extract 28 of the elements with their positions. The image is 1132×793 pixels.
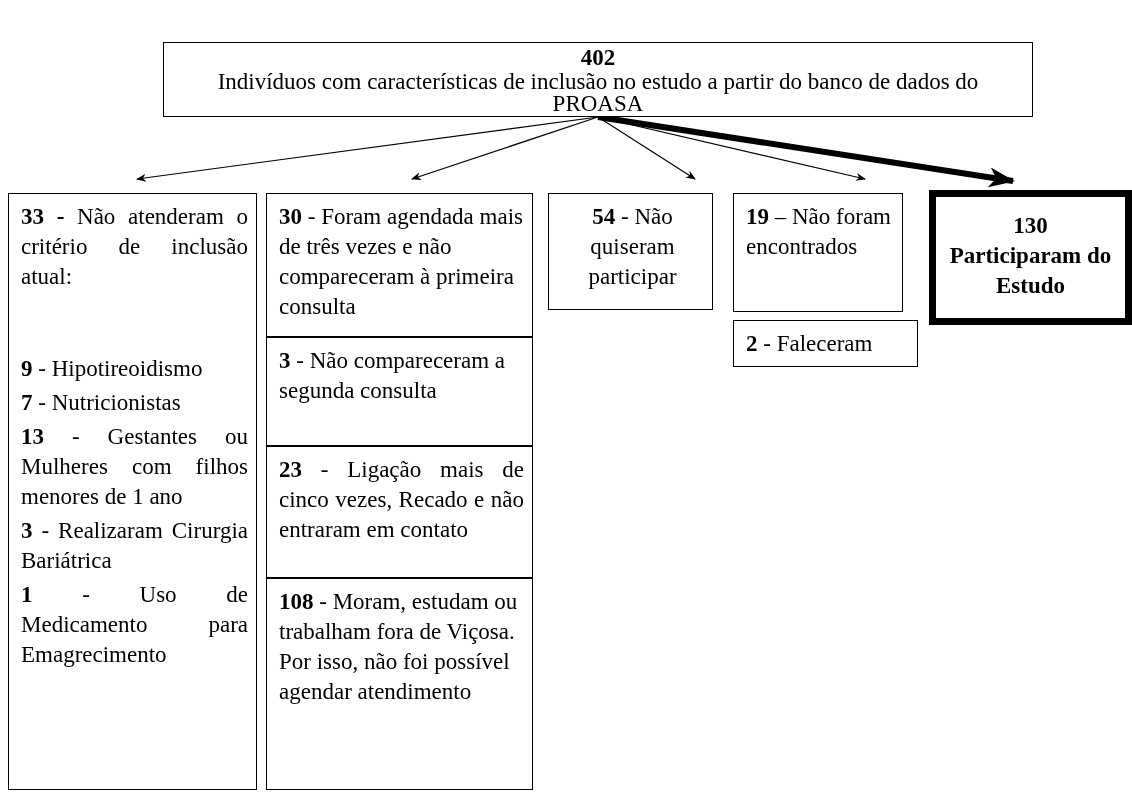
node-text: 9 - Hipotireoidismo xyxy=(21,355,204,383)
node-text: 33 - Não atenderam o critério de inclusão atual: xyxy=(21,203,248,291)
node-text: 3 - Realizaram Cirurgia Bariátrica xyxy=(21,517,248,575)
node-text: 30 - Foram agendada mais de três vezes e não compareceram à primeira consulta xyxy=(279,203,524,321)
category-box xyxy=(8,193,257,790)
node-text: 3 - Não compareceram a segunda consulta xyxy=(279,347,507,405)
count-heading: 130 xyxy=(1012,212,1049,240)
category-box xyxy=(733,320,918,367)
outcome-box xyxy=(929,190,1132,325)
node-text: Participaram do Estudo xyxy=(948,242,1113,300)
node-text: 108 - Moram, estudam ou trabalham fora de Viçosa. Por isso, não foi possível agendar atendimento xyxy=(279,588,519,706)
node-text: 2 - Faleceram xyxy=(746,330,874,358)
category-box xyxy=(266,446,533,578)
category-box xyxy=(733,193,903,312)
category-box xyxy=(266,337,533,446)
arrow xyxy=(411,116,599,180)
category-box xyxy=(266,193,533,337)
node-text: 1 - Uso de Medicamento para Emagrecimento xyxy=(21,581,248,669)
category-box xyxy=(266,578,533,790)
node-text: 23 - Ligação mais de cinco vezes, Recado e não entraram em contato xyxy=(279,456,524,544)
source-box xyxy=(163,42,1033,117)
node-text: 13 - Gestantes ou Mulheres com filhos menores de 1 ano xyxy=(21,423,248,511)
count-heading: 402 xyxy=(579,45,617,71)
node-text: 19 – Não foram encontrados xyxy=(746,203,892,261)
node-text: Indivíduos com características de inclusão no estudo a partir do banco de dados do PROASA xyxy=(216,71,980,115)
category-box xyxy=(548,193,713,310)
node-text: 7 - Nutricionistas xyxy=(21,389,182,417)
node-text: 54 - Não quiseram participar xyxy=(587,203,678,291)
